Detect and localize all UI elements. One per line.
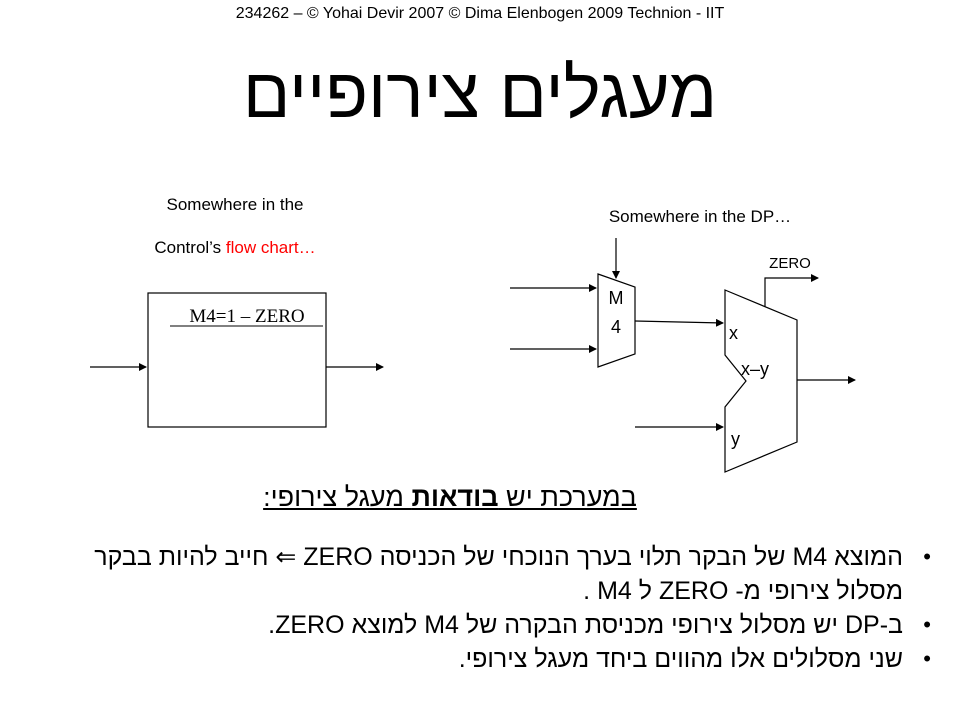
mux-output-arrow xyxy=(634,318,724,327)
subheading-part3: מעגל צירופי: xyxy=(263,482,412,512)
control-caption-line2: Control’s flow chart… xyxy=(105,238,365,258)
alu-input-x-label: x xyxy=(729,323,738,343)
bullet-list: • המוצא M4 של הבקר תלוי בערך הנוכחי של הכ… xyxy=(75,540,935,676)
control-caption-highlight: flow chart… xyxy=(225,238,316,257)
datapath-caption: Somewhere in the DP… xyxy=(608,207,792,226)
mux-m4: M 4 xyxy=(510,238,724,368)
slide-title: מעגלים צירופיים xyxy=(242,54,718,132)
bullet-item: • המוצא M4 של הבקר תלוי בערך הנוכחי של הכ… xyxy=(75,540,935,608)
bullet-text: המוצא M4 של הבקר תלוי בערך הנוכחי של הכנ… xyxy=(94,543,903,605)
control-caption-line1: Somewhere in the xyxy=(166,195,304,214)
section-subheading: במערכת יש בודאות מעגל צירופי: xyxy=(180,482,720,513)
slide-header: 234262 – © Yohai Devir 2007 © Dima Elenb… xyxy=(235,5,725,22)
zero-flag-label: ZERO xyxy=(769,255,811,272)
bullet-item: • שני מסלולים אלו מהווים ביחד מעגל צירופי… xyxy=(75,642,935,676)
bullet-item: • ב-DP יש מסלול צירופי מכניסת הבקרה של M4… xyxy=(75,608,935,642)
bullet-dot-icon: • xyxy=(923,544,931,569)
state-box-outline xyxy=(147,292,327,428)
alu-input-y-label: y xyxy=(731,429,740,449)
flowchart-state-box: M4=1 – ZERO xyxy=(90,292,384,428)
zero-flag-arrow xyxy=(764,274,819,307)
alu-outline xyxy=(724,289,798,473)
subheading-part1: במערכת יש xyxy=(498,482,637,512)
mux-label-m: M xyxy=(609,288,624,308)
bullet-dot-icon: • xyxy=(923,612,931,637)
bullet-text: ב-DP יש מסלול צירופי מכניסת הבקרה של M4 … xyxy=(268,611,903,639)
bullet-text: שני מסלולים אלו מהווים ביחד מעגל צירופי. xyxy=(458,645,903,673)
bullet-dot-icon: • xyxy=(923,646,931,671)
state-box-label: M4=1 – ZERO xyxy=(189,306,304,327)
mux-label-4: 4 xyxy=(611,317,621,337)
subheading-bold-word: בודאות xyxy=(411,482,499,512)
alu-operation-label: x–y xyxy=(741,359,769,379)
mux-outline xyxy=(597,273,636,368)
control-caption-prefix: Control’s xyxy=(154,238,226,257)
alu: x x–y y ZERO xyxy=(635,255,856,473)
